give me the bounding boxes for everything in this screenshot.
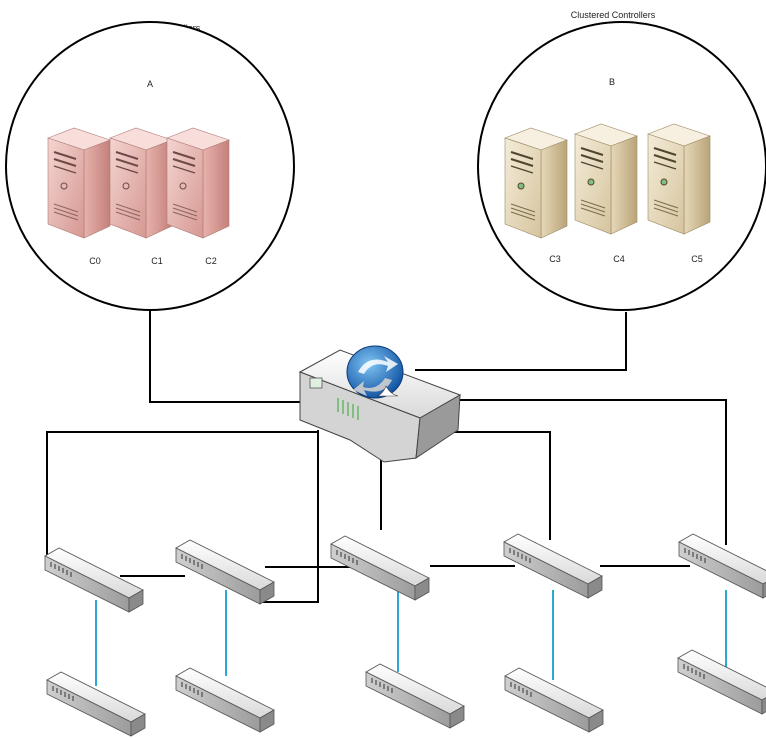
controller-label: C3 xyxy=(549,254,561,264)
edge-switches xyxy=(44,533,766,737)
cluster-b-heading: Clustered Controllers xyxy=(571,10,656,20)
link-cluster-a-router xyxy=(149,310,305,403)
switch-icon xyxy=(175,667,275,733)
switch-icon xyxy=(678,533,766,599)
cluster-b-letter: B xyxy=(609,77,615,87)
controller-label: C1 xyxy=(151,256,163,266)
controller-label: C2 xyxy=(205,256,217,266)
switch-icon xyxy=(677,649,766,715)
server-tower-icon xyxy=(574,123,638,235)
access-links xyxy=(95,590,727,686)
trunk-links xyxy=(46,310,727,603)
server-tower-icon xyxy=(47,127,111,239)
controller-label: C0 xyxy=(89,256,101,266)
link-router-switch-2 xyxy=(260,430,319,603)
cluster-b: Clustered Controllers B C3 C4 C5 xyxy=(477,10,766,311)
server-tower-icon xyxy=(647,123,711,235)
controller-label: C5 xyxy=(691,254,703,264)
cluster-a: Clustered Controllers A C0 C1 C2 xyxy=(5,21,295,311)
server-tower-icon xyxy=(504,127,568,239)
link-router-switch-1 xyxy=(46,431,318,560)
switch-icon xyxy=(365,663,465,729)
switch-icon xyxy=(503,533,603,599)
server-tower-icon xyxy=(166,127,230,239)
link-router-switch-5 xyxy=(460,399,727,545)
server-tower-icon xyxy=(109,127,173,239)
controller-label: C4 xyxy=(613,254,625,264)
router-icon xyxy=(298,345,462,463)
link-cluster-b-router xyxy=(415,312,627,371)
cluster-a-letter: A xyxy=(147,79,153,89)
switch-icon xyxy=(44,547,144,613)
